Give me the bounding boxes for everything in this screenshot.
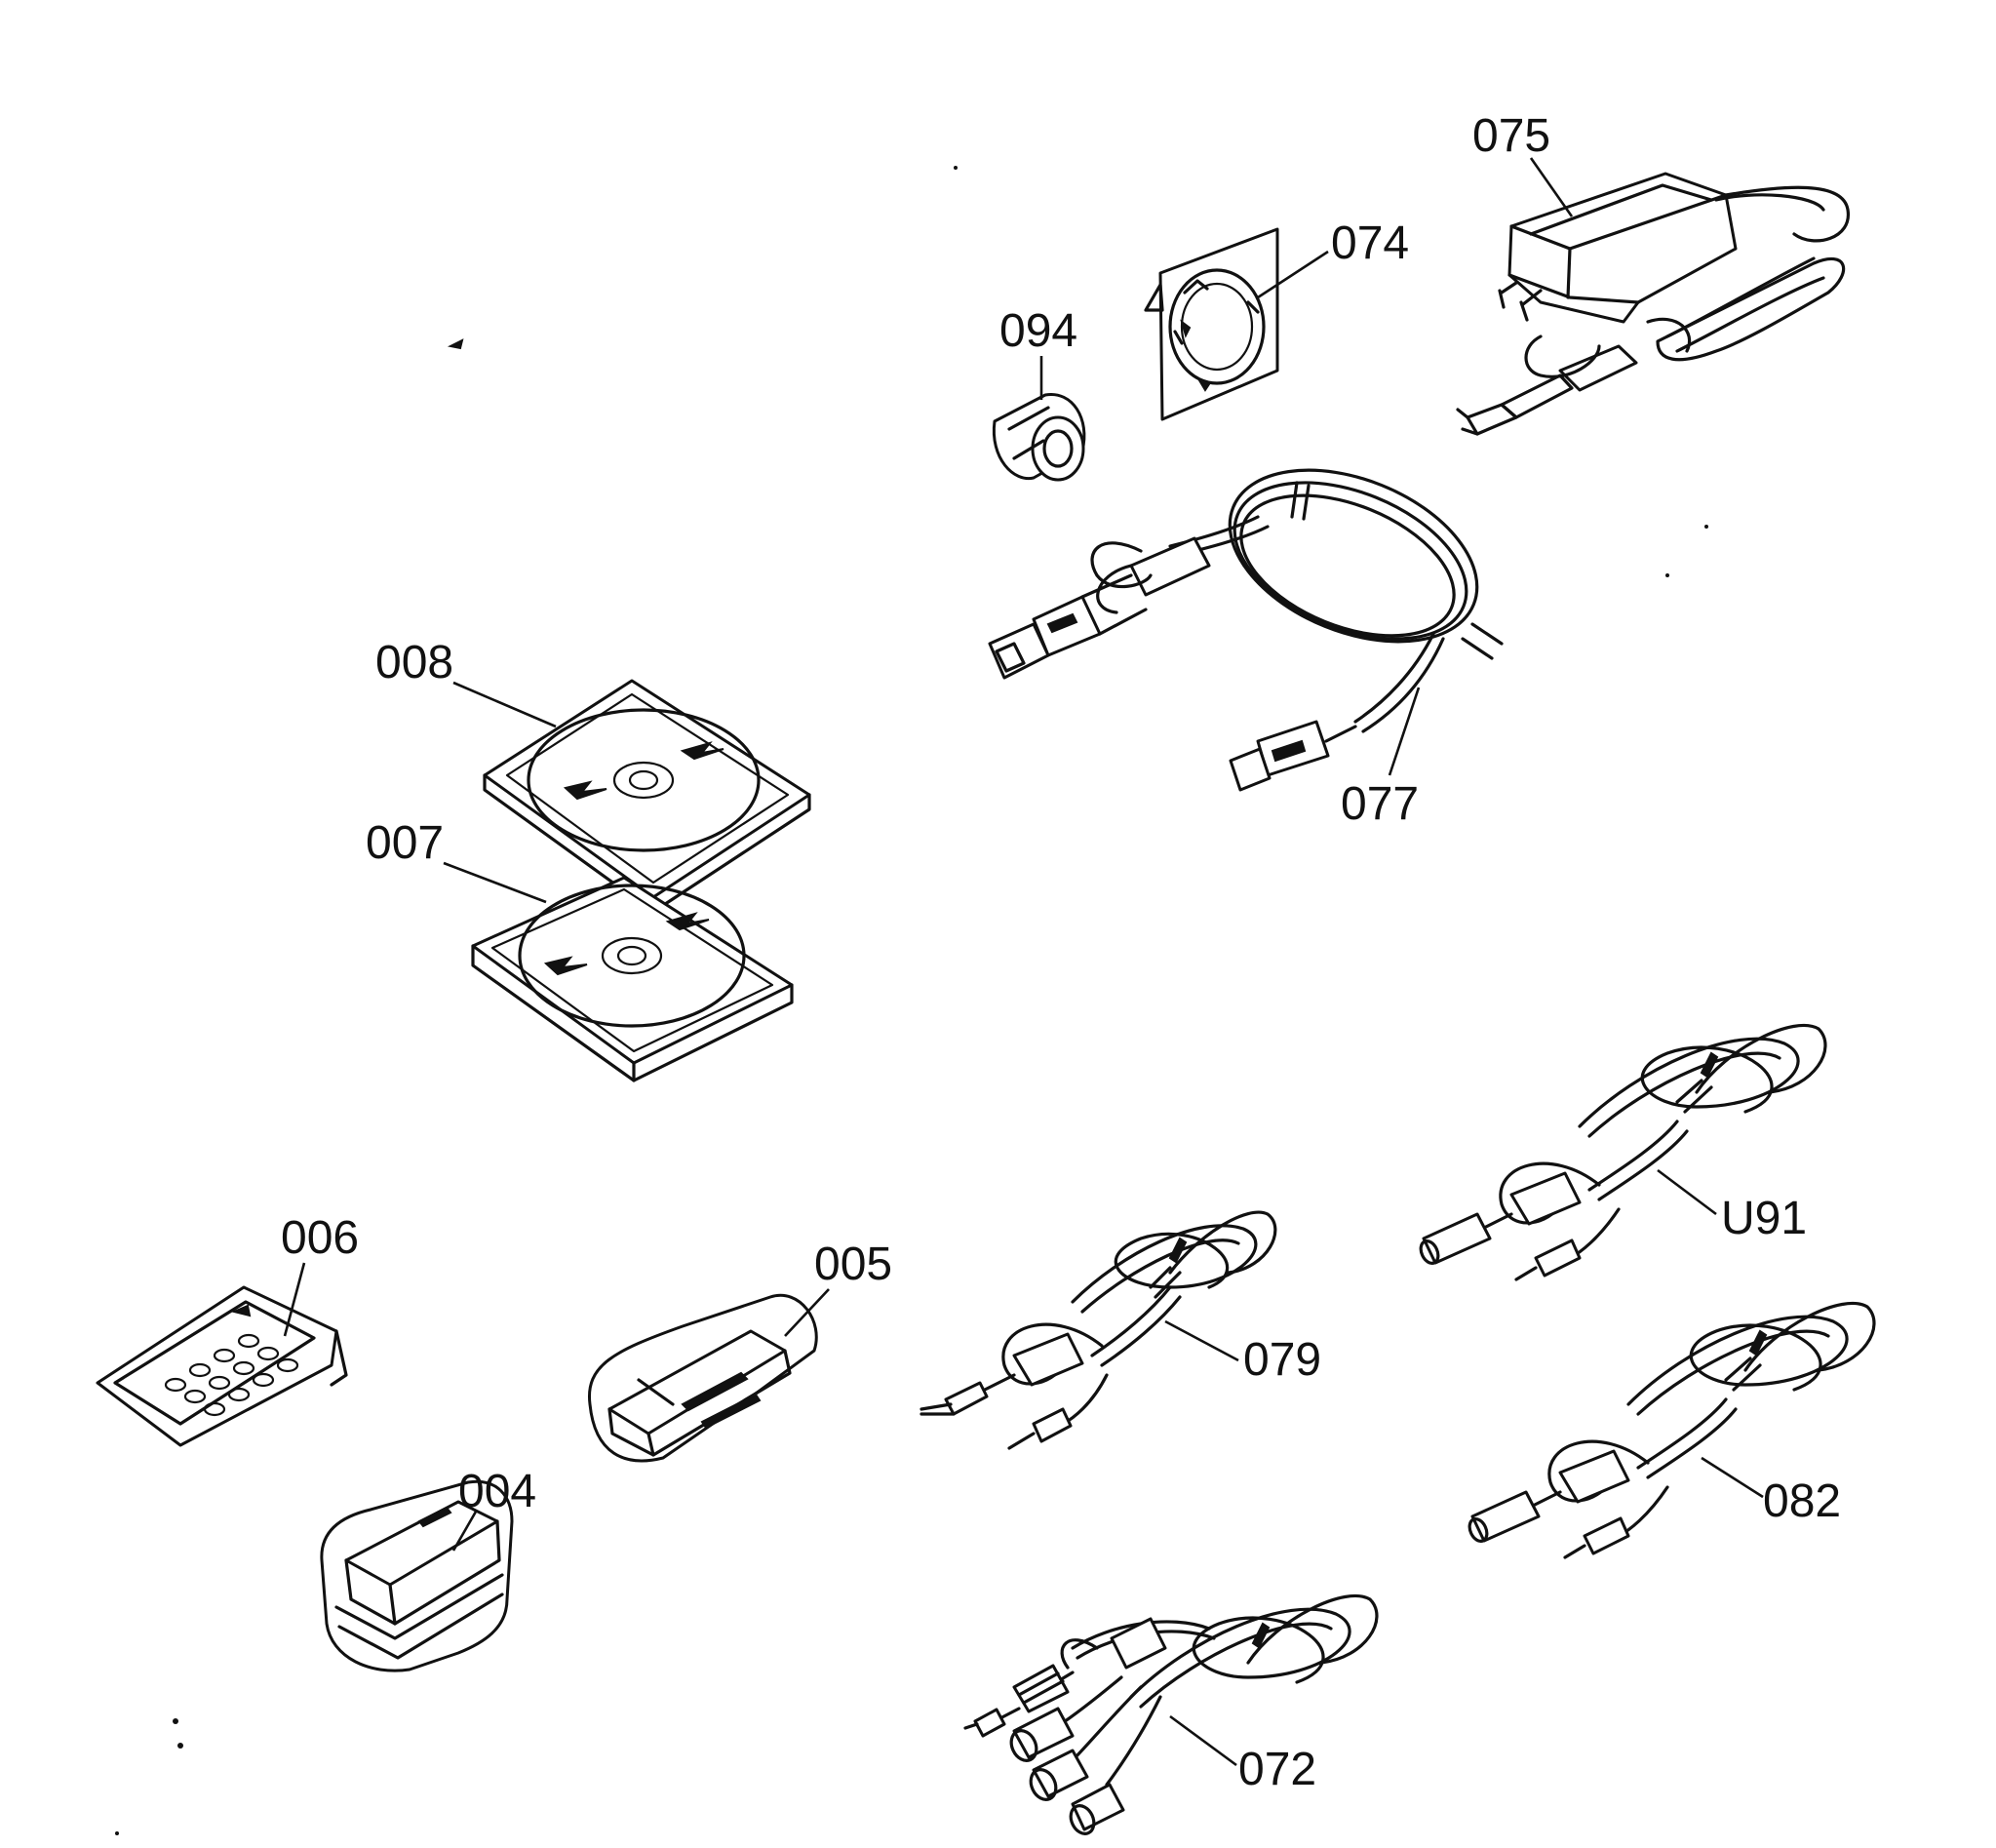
svg-text:006: 006 [281, 1212, 359, 1264]
svg-text:004: 004 [458, 1466, 536, 1517]
svg-text:U91: U91 [1721, 1193, 1807, 1244]
svg-text:082: 082 [1763, 1475, 1841, 1527]
part-006-memory-card [96, 1285, 348, 1447]
part-079-cable [920, 1210, 1277, 1450]
part-072-av-cable [963, 1593, 1379, 1835]
svg-text:005: 005 [814, 1239, 892, 1290]
svg-text:077: 077 [1341, 778, 1419, 830]
callout-077: 077 [1341, 687, 1421, 830]
callout-007: 007 [366, 817, 547, 904]
svg-text:072: 072 [1238, 1744, 1316, 1795]
callout-082: 082 [1701, 1456, 1841, 1527]
memory-card-contact-grid [164, 1333, 299, 1417]
callout-008: 008 [375, 637, 557, 728]
part-005-battery-bag [587, 1293, 818, 1463]
part-008-cd-case [483, 679, 811, 914]
callout-005: 005 [784, 1239, 892, 1337]
callout-074: 074 [1257, 217, 1409, 299]
callout-006: 006 [281, 1212, 359, 1337]
scan-specks [115, 166, 1708, 1835]
callout-072: 072 [1169, 1714, 1316, 1795]
part-075-ac-adapter [1456, 172, 1850, 436]
part-091-cable [1419, 1023, 1827, 1281]
callout-004: 004 [451, 1466, 536, 1552]
callout-079: 079 [1164, 1319, 1321, 1386]
part-007-cd-case [471, 876, 794, 1082]
part-077-usb-cable [988, 468, 1504, 792]
svg-text:074: 074 [1331, 217, 1409, 269]
part-004-battery-pack [320, 1479, 514, 1672]
svg-text:008: 008 [375, 637, 453, 688]
callout-075: 075 [1472, 110, 1574, 217]
part-094-ferrite-core [992, 393, 1086, 482]
svg-text:007: 007 [366, 817, 444, 869]
part-074-disc-holder [1144, 227, 1279, 421]
part-082-cable [1468, 1301, 1876, 1559]
callout-094: 094 [999, 305, 1077, 400]
callout-091: U91 [1657, 1168, 1807, 1244]
svg-text:079: 079 [1243, 1334, 1321, 1386]
svg-text:094: 094 [999, 305, 1077, 357]
svg-text:075: 075 [1472, 110, 1550, 162]
